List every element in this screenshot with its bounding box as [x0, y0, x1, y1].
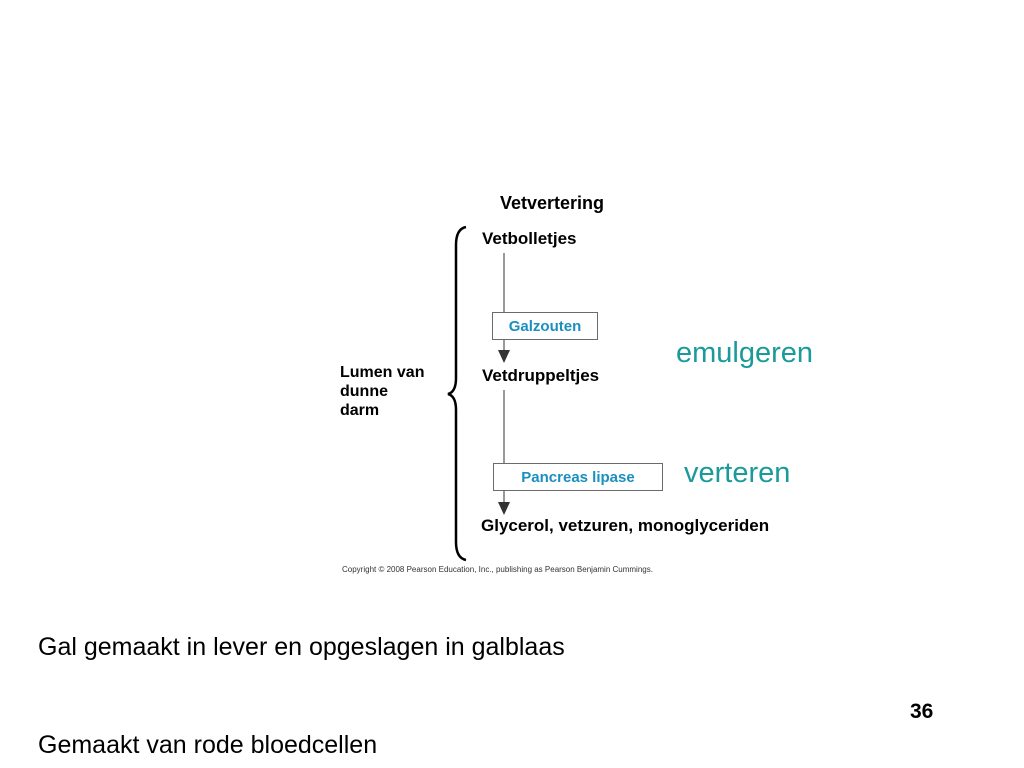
agent-galzouten-label: Galzouten	[508, 317, 582, 335]
side-label-lumen: Lumen van dunne darm	[340, 364, 425, 419]
agent-pancreas-lipase-box: Pancreas lipase	[493, 463, 663, 491]
slide-number: 36	[910, 700, 934, 723]
step-products: Glycerol, vetzuren, monoglyceriden	[481, 516, 770, 535]
process-emulgeren: emulgeren	[676, 337, 814, 369]
diagram-title: Vetvertering	[500, 193, 605, 213]
step-vetbolletjes: Vetbolletjes	[482, 229, 577, 248]
curly-brace	[447, 225, 467, 562]
note-gal: Gal gemaakt in lever en opgeslagen in ga…	[38, 633, 565, 661]
agent-pancreas-lipase-label: Pancreas lipase	[521, 468, 635, 486]
agent-galzouten-box: Galzouten	[492, 312, 598, 340]
note-rode-bloedcellen: Gemaakt van rode bloedcellen	[38, 731, 378, 759]
process-verteren: verteren	[684, 457, 791, 489]
copyright-note: Copyright © 2008 Pearson Education, Inc.…	[342, 565, 653, 574]
step-vetdruppeltjes: Vetdruppeltjes	[482, 366, 600, 385]
arrow-head-1	[498, 350, 510, 363]
arrow-head-2	[498, 502, 510, 515]
